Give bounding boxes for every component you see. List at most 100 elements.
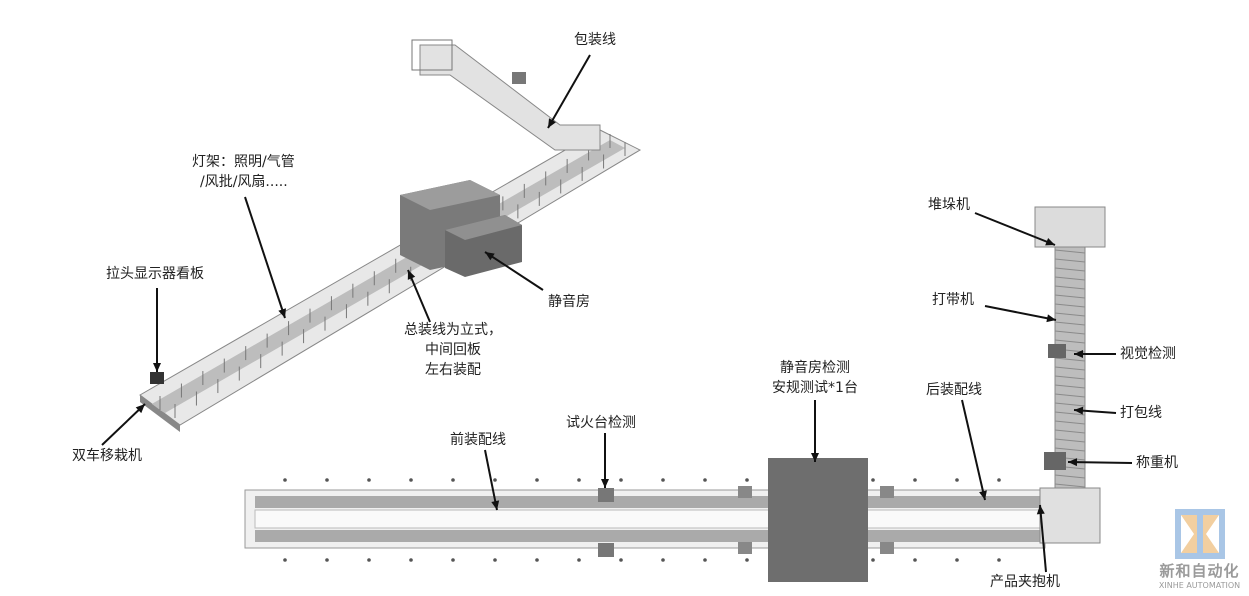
marker-dot bbox=[283, 478, 287, 482]
marker-dot bbox=[535, 478, 539, 482]
callout-arrow bbox=[1074, 350, 1116, 358]
label-silent-room-test-1: 静音房检测 bbox=[780, 360, 850, 376]
arrowhead-icon bbox=[278, 308, 286, 318]
roller-slat bbox=[1054, 339, 1086, 344]
roller-slat bbox=[1054, 375, 1086, 380]
roller-slat bbox=[1054, 267, 1086, 272]
label-weighing: 称重机 bbox=[1136, 455, 1178, 471]
marker-dot bbox=[745, 478, 749, 482]
callout-arrow bbox=[1073, 406, 1117, 415]
marker-dot bbox=[451, 478, 455, 482]
roller-slat bbox=[1054, 357, 1086, 362]
roller-slat bbox=[1054, 294, 1086, 299]
marker-dot bbox=[913, 558, 917, 562]
company-logo: 新和自动化 XINHE AUTOMATION bbox=[1150, 508, 1249, 590]
marker-dot bbox=[745, 558, 749, 562]
marker-dot bbox=[409, 478, 413, 482]
roller-slat bbox=[1054, 474, 1086, 479]
logo-text-en: XINHE AUTOMATION bbox=[1158, 581, 1241, 590]
arrowhead-icon bbox=[491, 500, 500, 510]
callout-arrow bbox=[974, 212, 1056, 246]
label-pull-head-display: 拉头显示器看板 bbox=[106, 266, 204, 282]
roller-slat bbox=[1054, 276, 1086, 281]
callout-arrow bbox=[1036, 504, 1047, 573]
marker-dot bbox=[913, 478, 917, 482]
arrowhead-icon bbox=[1045, 237, 1055, 246]
label-rear-assembly: 后装配线 bbox=[926, 382, 982, 398]
marker-dot bbox=[661, 478, 665, 482]
marker-dot bbox=[619, 558, 623, 562]
callout-arrow bbox=[961, 399, 987, 501]
marker-dot bbox=[577, 478, 581, 482]
callout-arrow bbox=[484, 449, 500, 511]
label-assembly-line-3: 左右装配 bbox=[425, 362, 481, 378]
callout-arrow bbox=[547, 54, 591, 129]
label-assembly-line-2: 中间回板 bbox=[425, 342, 481, 358]
arrowhead-icon bbox=[601, 479, 609, 488]
marker-dot bbox=[283, 558, 287, 562]
roller-slat bbox=[1054, 411, 1086, 416]
arrowhead-icon bbox=[1036, 505, 1045, 515]
arrowhead-icon bbox=[485, 252, 495, 261]
display-board bbox=[150, 372, 164, 384]
arrowhead-icon bbox=[811, 453, 819, 462]
arrowhead-icon bbox=[979, 490, 987, 500]
marker-dot bbox=[493, 478, 497, 482]
roller-slat bbox=[1054, 330, 1086, 335]
marker-dot bbox=[325, 478, 329, 482]
callout-arrow bbox=[601, 433, 609, 488]
marker-dot bbox=[703, 558, 707, 562]
callout-arrow bbox=[811, 400, 819, 462]
roller-slat bbox=[1054, 312, 1086, 317]
marker-dot bbox=[493, 558, 497, 562]
arrowhead-icon bbox=[407, 270, 416, 280]
label-front-assembly: 前装配线 bbox=[450, 432, 506, 448]
roller-slat bbox=[1054, 420, 1086, 425]
marker-dot bbox=[955, 558, 959, 562]
marker-dot bbox=[703, 478, 707, 482]
roller-slat bbox=[1054, 285, 1086, 290]
label-fire-test: 试火台检测 bbox=[566, 415, 636, 431]
arrowhead-icon bbox=[1074, 406, 1084, 415]
callout-arrow bbox=[153, 288, 161, 372]
label-packing-line: 打包线 bbox=[1120, 405, 1162, 421]
marker-dot bbox=[997, 478, 1001, 482]
roller-slat bbox=[1054, 438, 1086, 443]
callout-arrow bbox=[1067, 458, 1133, 467]
marker-dot bbox=[535, 558, 539, 562]
roller-slat bbox=[1054, 393, 1086, 398]
roller-slat bbox=[1054, 366, 1086, 371]
label-product-clamp: 产品夹抱机 bbox=[990, 574, 1060, 590]
arrowhead-icon bbox=[1046, 314, 1056, 323]
logo-text-cn: 新和自动化 bbox=[1159, 562, 1240, 580]
marker-dot bbox=[871, 558, 875, 562]
callout-arrow bbox=[407, 269, 431, 323]
vertical-packing-line bbox=[1034, 206, 1106, 544]
marker-dot bbox=[997, 558, 1001, 562]
roller-slat bbox=[1054, 447, 1086, 452]
label-silent-room: 静音房 bbox=[548, 294, 590, 310]
label-stacker: 堆垛机 bbox=[928, 197, 970, 213]
label-light-frame-2: /风批/风扇..... bbox=[200, 174, 288, 190]
arrowhead-icon bbox=[135, 404, 145, 414]
marker-dot bbox=[325, 558, 329, 562]
marker-dot bbox=[451, 558, 455, 562]
marker-dot bbox=[955, 478, 959, 482]
label-assembly-line-1: 总装线为立式， bbox=[404, 322, 502, 338]
marker-dot bbox=[577, 558, 581, 562]
silent-room-box bbox=[400, 180, 522, 277]
label-light-frame-1: 灯架：照明/气管 bbox=[192, 154, 295, 170]
arrowhead-icon bbox=[1074, 350, 1083, 358]
marker-dot bbox=[661, 558, 665, 562]
callout-arrow bbox=[484, 251, 544, 291]
roller-slat bbox=[1054, 258, 1086, 263]
label-dual-car-transfer: 双车移栽机 bbox=[72, 448, 142, 464]
roller-slat bbox=[1054, 402, 1086, 407]
label-packaging-line: 包装线 bbox=[574, 32, 616, 48]
roller-slat bbox=[1054, 249, 1086, 254]
marker-dot bbox=[367, 558, 371, 562]
lower-assembly-line bbox=[244, 458, 1046, 582]
marker-dot bbox=[871, 478, 875, 482]
